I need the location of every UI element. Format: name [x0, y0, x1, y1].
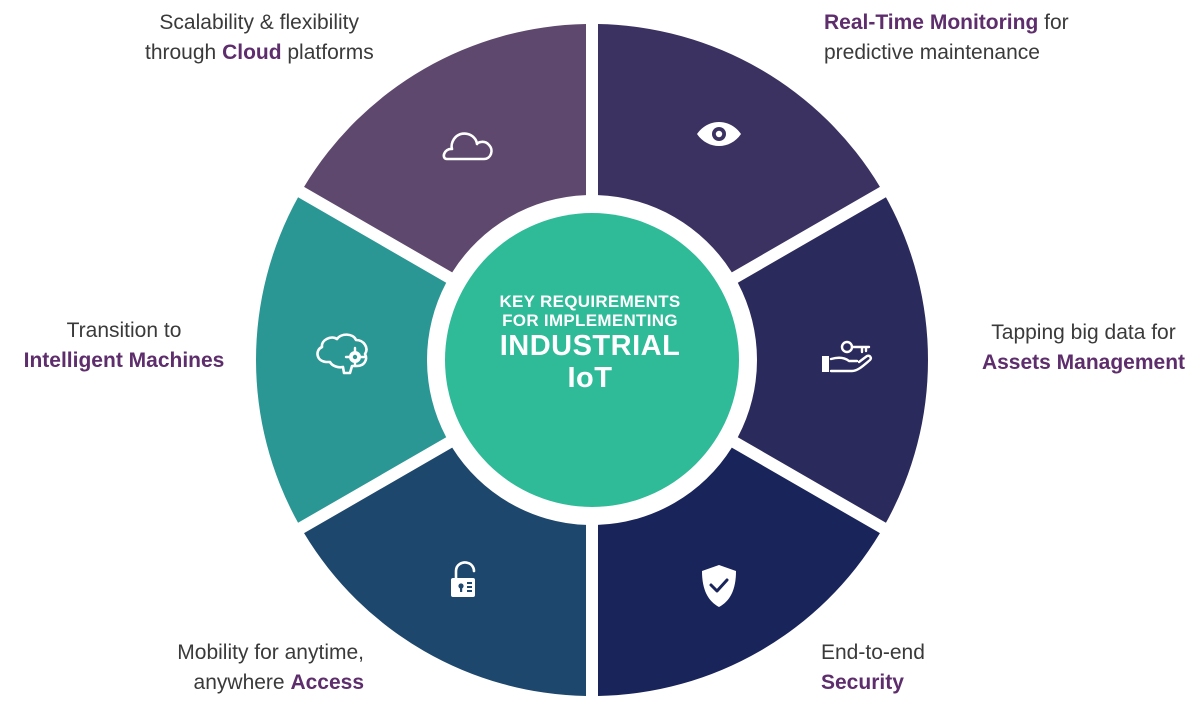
segment-monitoring: [597, 24, 880, 273]
segment-access: [304, 447, 587, 696]
label-machines-keyword: Intelligent Machines: [23, 349, 225, 372]
label-assets-keyword: Assets Management: [981, 351, 1186, 374]
eye-icon: [697, 122, 741, 146]
center-circle: [445, 213, 739, 507]
segment-assets: [737, 197, 929, 523]
label-security-keyword: Security: [821, 671, 904, 694]
label-security-line1: End-to-end: [821, 641, 925, 664]
cloud-icon: [442, 132, 493, 161]
brain-gear-icon: [316, 333, 368, 375]
label-monitoring-line2: predictive maintenance: [824, 41, 1040, 64]
label-machines: Transition to Intelligent Machines: [6, 316, 242, 376]
segment-cloud: [304, 24, 587, 273]
label-security: End-to-end Security: [821, 638, 925, 698]
label-cloud-line2: through Cloud platforms: [145, 38, 374, 68]
label-machines-line1: Transition to: [66, 319, 182, 342]
label-access: Mobility for anytime, anywhere Access: [150, 638, 364, 698]
label-cloud-line1: Scalability & flexibility: [159, 11, 359, 34]
segment-security: [597, 447, 880, 696]
label-monitoring-keyword: Real-Time Monitoring: [824, 11, 1039, 34]
label-cloud-prefix: through: [145, 41, 223, 64]
center-title-line1: KEY REQUIREMENTS: [499, 292, 681, 311]
label-access-line2: anywhere Access: [150, 668, 364, 698]
label-access-line1: Mobility for anytime,: [177, 641, 364, 664]
unlock-icon: [451, 561, 476, 597]
center-title-line2: FOR IMPLEMENTING: [502, 311, 678, 330]
label-cloud: Scalability & flexibility through Cloud …: [145, 8, 374, 68]
hand-key-icon: [822, 340, 872, 373]
label-monitoring: Real-Time Monitoring for predictive main…: [824, 8, 1069, 68]
label-monitoring-line1: Real-Time Monitoring for: [824, 8, 1069, 38]
center-title-line3: INDUSTRIAL: [499, 330, 681, 362]
center-title: KEY REQUIREMENTS FOR IMPLEMENTING INDUST…: [470, 292, 710, 394]
label-access-prefix: anywhere: [193, 671, 291, 694]
center-title-line4: IoT: [567, 362, 613, 394]
label-cloud-keyword: Cloud: [222, 41, 282, 64]
label-assets: Tapping big data for Assets Management: [970, 318, 1197, 378]
label-assets-line1: Tapping big data for: [991, 321, 1176, 344]
shield-check-icon: [702, 565, 736, 607]
label-monitoring-suffix: for: [1038, 11, 1069, 34]
label-cloud-suffix: platforms: [281, 41, 374, 64]
label-access-keyword: Access: [290, 671, 364, 694]
